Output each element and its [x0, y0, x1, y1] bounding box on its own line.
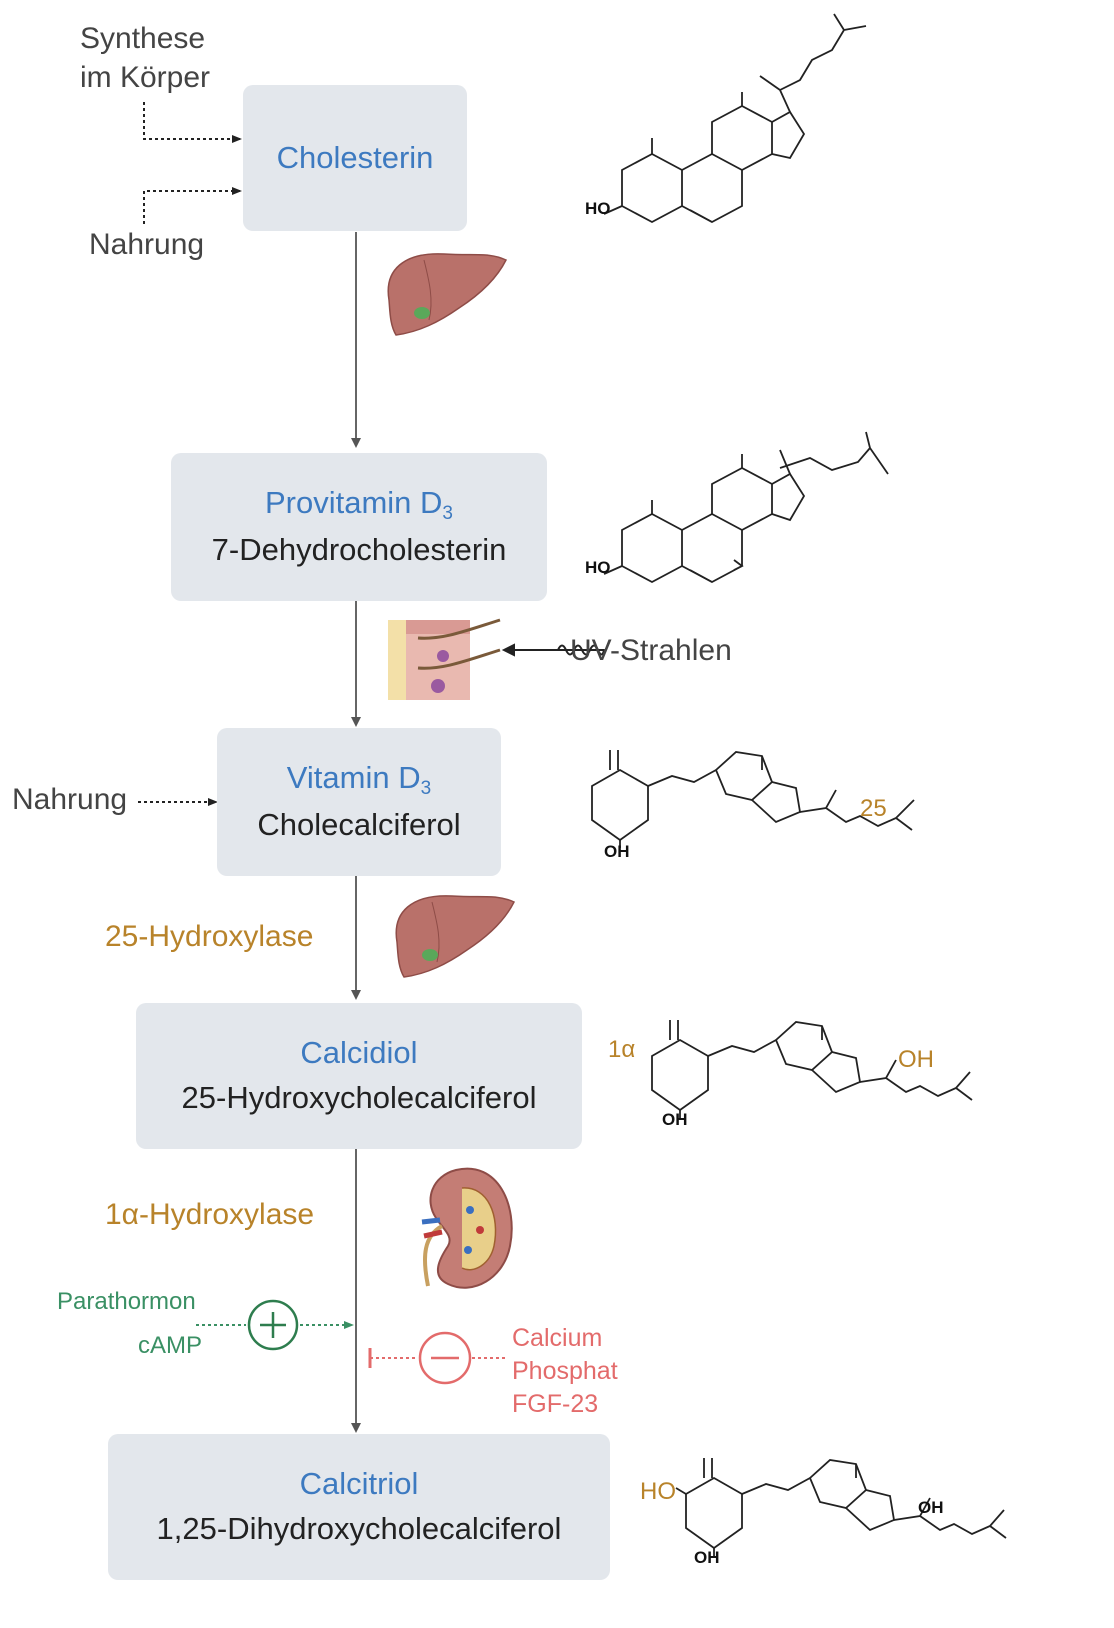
- box-title: Vitamin D3: [286, 760, 432, 800]
- nahrung-top-arrow: [143, 187, 242, 224]
- chem-position-25: 25: [860, 795, 887, 822]
- box-provitamin-d3: Provitamin D3 7-Dehydrocholesterin: [171, 453, 547, 601]
- box-subtitle: 1,25-Dihydroxycholecalciferol: [156, 1511, 562, 1546]
- label-phosphat: Phosphat: [512, 1357, 618, 1385]
- structure-cholecalciferol: [591, 750, 915, 848]
- chem-oh-vitd: OH: [604, 842, 630, 861]
- chem-oh-calcidiol-ring: OH: [662, 1110, 688, 1129]
- box-title: Provitamin D3: [264, 485, 453, 525]
- box-calcitriol: Calcitriol 1,25-Dihydroxycholecalciferol: [108, 1434, 610, 1580]
- label-nahrung-top: Nahrung: [89, 228, 205, 261]
- label-1a-hydroxylase: 1α-Hydroxylase: [105, 1198, 315, 1231]
- label-parathormon: Parathormon: [57, 1288, 196, 1315]
- stimulation-path: [196, 1299, 354, 1351]
- box-subtitle: 25-Hydroxycholecalciferol: [181, 1080, 537, 1115]
- inhibition-path: [368, 1331, 508, 1385]
- label-im-koerper: im Körper: [80, 61, 211, 94]
- kidney-icon: [421, 1167, 513, 1289]
- label-camp: cAMP: [138, 1332, 203, 1359]
- label-nahrung-mid: Nahrung: [12, 783, 128, 816]
- structure-calcidiol: [651, 1020, 973, 1118]
- liver-icon: [387, 253, 508, 336]
- structure-cholesterin: [603, 13, 867, 224]
- label-uv-strahlen: UV-Strahlen: [570, 634, 732, 667]
- chem-ho-calcitriol: HO: [640, 1478, 676, 1505]
- structure-calcitriol: [675, 1458, 1007, 1556]
- plus-icon: [247, 1299, 299, 1351]
- box-cholesterin: Cholesterin: [243, 85, 467, 231]
- chem-oh-calcitriol-side: OH: [918, 1498, 944, 1517]
- box-title: Cholesterin: [276, 139, 434, 175]
- chem-oh-calcitriol-ring: OH: [694, 1548, 720, 1567]
- label-fgf23: FGF-23: [512, 1390, 599, 1418]
- label-calcium: Calcium: [512, 1324, 603, 1352]
- chem-oh-calcidiol-side: OH: [898, 1046, 934, 1073]
- minus-icon: [418, 1331, 472, 1385]
- box-title: Calcidiol: [300, 1035, 418, 1071]
- liver-icon: [395, 895, 516, 978]
- synthese-arrow: [143, 102, 242, 143]
- box-vitamin-d3: Vitamin D3 Cholecalciferol: [217, 728, 501, 876]
- box-subtitle: 7-Dehydrocholesterin: [211, 531, 507, 567]
- box-title: Calcitriol: [299, 1466, 419, 1502]
- uv-wave-icon: [501, 643, 605, 657]
- box-subtitle: Cholecalciferol: [257, 806, 461, 842]
- input-arrows: [138, 102, 242, 806]
- label-synthese: Synthese: [80, 22, 206, 55]
- chem-ho-cholesterin: HO: [585, 199, 611, 218]
- chem-ho-dehydro: HO: [585, 558, 611, 577]
- chem-position-1a: 1α: [608, 1036, 636, 1063]
- skin-icon: [388, 618, 501, 700]
- label-25-hydroxylase: 25-Hydroxylase: [105, 920, 314, 953]
- box-calcidiol: Calcidiol 25-Hydroxycholecalciferol: [136, 1003, 582, 1149]
- structure-dehydrocholesterin: [603, 431, 889, 584]
